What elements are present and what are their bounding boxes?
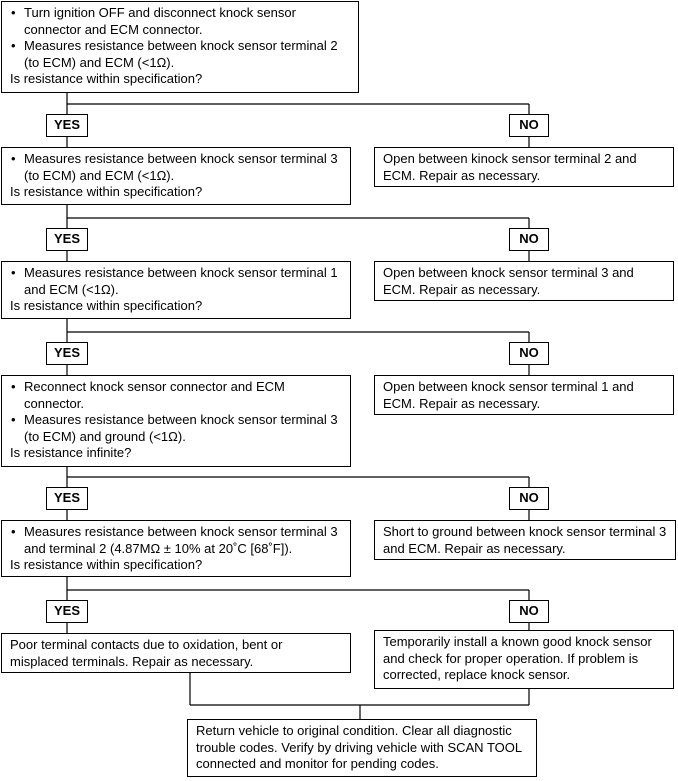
final-yes-result-text: Poor terminal contacts due to oxidation,…: [10, 637, 283, 669]
yes-label-1: YES: [46, 114, 88, 137]
step-4-question: Is resistance infinite?: [10, 445, 132, 460]
step-3-bullet-1: Measures resistance between knock sensor…: [10, 265, 342, 298]
step-1-box: Turn ignition OFF and disconnect knock s…: [1, 1, 359, 93]
step-4-no-result: Open between knock sensor terminal 1 and…: [374, 375, 674, 415]
step-2-box: Measures resistance between knock sensor…: [1, 147, 351, 205]
step-2-question: Is resistance within specification?: [10, 184, 203, 199]
step-3-box: Measures resistance between knock sensor…: [1, 261, 351, 319]
final-no-result-text: Temporarily install a known good knock s…: [383, 634, 652, 682]
yes-label-3: YES: [46, 342, 88, 365]
no-label-4: NO: [509, 487, 549, 510]
step-5-bullet-1: Measures resistance between knock sensor…: [10, 524, 342, 557]
no-label-2: NO: [509, 228, 549, 251]
step-1-bullet-1: Turn ignition OFF and disconnect knock s…: [10, 5, 350, 38]
final-yes-result: Poor terminal contacts due to oxidation,…: [1, 633, 351, 673]
step-2-bullet-1: Measures resistance between knock sensor…: [10, 151, 342, 184]
end-result-box: Return vehicle to original condition. Cl…: [187, 719, 537, 777]
step-5-question: Is resistance within specification?: [10, 557, 203, 572]
yes-label-5: YES: [46, 600, 88, 623]
step-2-no-result-text: Open between kinock sensor terminal 2 an…: [383, 151, 637, 183]
step-1-bullet-2: Measures resistance between knock sensor…: [10, 38, 350, 71]
step-3-question: Is resistance within specification?: [10, 298, 203, 313]
yes-label-4: YES: [46, 487, 88, 510]
step-4-bullet-2: Measures resistance between knock sensor…: [10, 412, 342, 445]
step-4-bullet-1: Reconnect knock sensor connector and ECM…: [10, 379, 342, 412]
yes-label-2: YES: [46, 228, 88, 251]
step-3-no-result-text: Open between knock sensor terminal 3 and…: [383, 265, 634, 297]
step-3-no-result: Open between knock sensor terminal 3 and…: [374, 261, 674, 301]
no-label-1: NO: [509, 114, 549, 137]
step-5-no-result-text: Short to ground between knock sensor ter…: [383, 524, 667, 556]
step-5-box: Measures resistance between knock sensor…: [1, 520, 351, 577]
step-2-no-result: Open between kinock sensor terminal 2 an…: [374, 147, 674, 187]
end-result-text: Return vehicle to original condition. Cl…: [196, 723, 522, 771]
step-4-no-result-text: Open between knock sensor terminal 1 and…: [383, 379, 634, 411]
step-4-box: Reconnect knock sensor connector and ECM…: [1, 375, 351, 467]
no-label-5: NO: [509, 600, 549, 623]
final-no-result: Temporarily install a known good knock s…: [374, 630, 674, 689]
step-1-question: Is resistance within specification?: [10, 71, 203, 86]
step-5-no-result: Short to ground between knock sensor ter…: [374, 520, 676, 560]
no-label-3: NO: [509, 342, 549, 365]
